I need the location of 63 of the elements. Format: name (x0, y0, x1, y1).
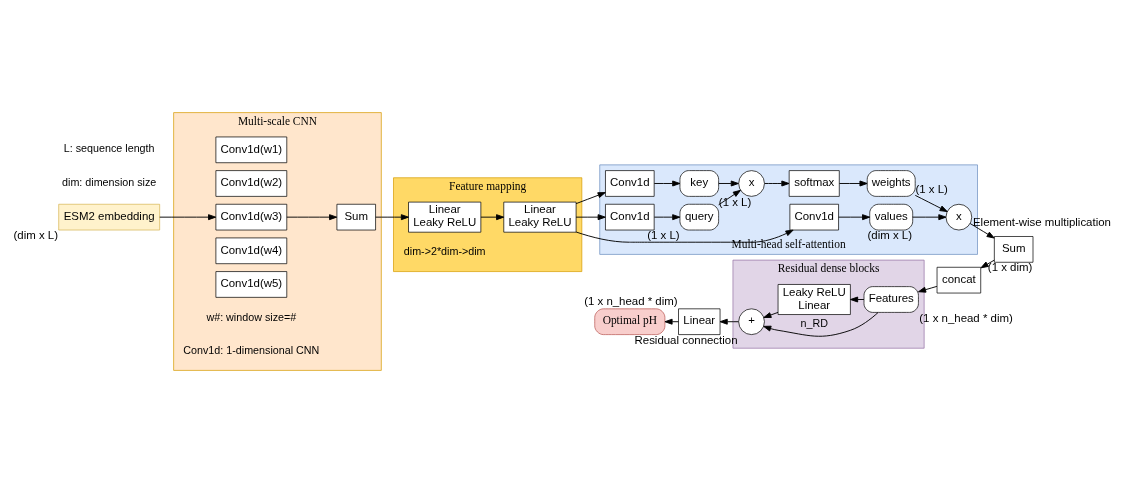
arrow (912, 213, 947, 220)
arrow (575, 191, 606, 204)
node-box: Linear Leaky ReLU (408, 201, 482, 233)
label: dim->2*dim->dim (403, 244, 486, 257)
arrow (850, 296, 865, 302)
arrow (763, 311, 779, 318)
node-box: Linear Leaky ReLU (503, 201, 577, 233)
arrow (764, 180, 790, 186)
node-box: values (869, 203, 914, 230)
arrow (763, 311, 879, 337)
node-label: (dim x L) (13, 228, 59, 241)
arrow (575, 229, 794, 243)
node-box: Linear (678, 307, 721, 335)
arrow (375, 213, 409, 220)
arrow (718, 180, 739, 186)
arrow (286, 213, 338, 220)
edge-label: n_RD (800, 316, 828, 329)
node-label: Residual connection (634, 333, 738, 346)
node-label: (1 x dim) (987, 260, 1033, 273)
node-circle: x (945, 203, 973, 230)
node-box: Conv1d (605, 169, 655, 197)
arrow (969, 222, 995, 239)
node-label: (1 x n_head * dim) (919, 311, 1013, 324)
arrow (159, 213, 217, 220)
node-box: Conv1d(w1) (215, 136, 288, 163)
node-label: (1 x L) (647, 228, 680, 241)
node-box: Leaky ReLU Linear (777, 283, 851, 315)
arrow (653, 180, 681, 186)
node-box: Optimal pH (594, 307, 666, 335)
arrow (839, 180, 868, 186)
node-box: key (679, 169, 719, 197)
node-box: Conv1d(w4) (215, 237, 288, 264)
node-box: Conv1d(w2) (215, 169, 288, 197)
label: dim: dimension size (62, 175, 157, 188)
node-circle: + (738, 307, 765, 335)
node-box: ESM2 embedding (58, 203, 161, 230)
node-box: query (679, 203, 719, 230)
label: w#: window size=# (206, 310, 297, 323)
node-box: Sum (994, 235, 1034, 263)
node-box: Sum (336, 203, 376, 230)
node-box: Conv1d(w3) (215, 203, 288, 230)
arrow (980, 259, 995, 268)
arrow (914, 194, 948, 212)
node-box: weights (866, 169, 916, 197)
node-label: (1 x n_head * dim) (584, 294, 678, 307)
label: Conv1d: 1-dimensional CNN (183, 343, 320, 356)
node-label: (dim x L) (867, 228, 913, 241)
node-box: softmax (788, 169, 840, 197)
arrow (719, 318, 739, 325)
arrow (480, 213, 505, 220)
arrow (838, 213, 871, 220)
node-box: Features (863, 285, 919, 313)
node-label: Element-wise multiplication (972, 215, 1111, 228)
node-box: Conv1d(w5) (215, 270, 288, 298)
label: L: sequence length (63, 141, 155, 154)
node-circle: x (738, 169, 765, 197)
node-box: concat (936, 266, 982, 293)
arrow (918, 285, 938, 293)
arrow (575, 213, 606, 220)
node-label: (1 x L) (915, 182, 948, 195)
arrow (653, 213, 681, 220)
node-box: Conv1d (789, 203, 839, 230)
node-box: Conv1d (605, 203, 655, 230)
